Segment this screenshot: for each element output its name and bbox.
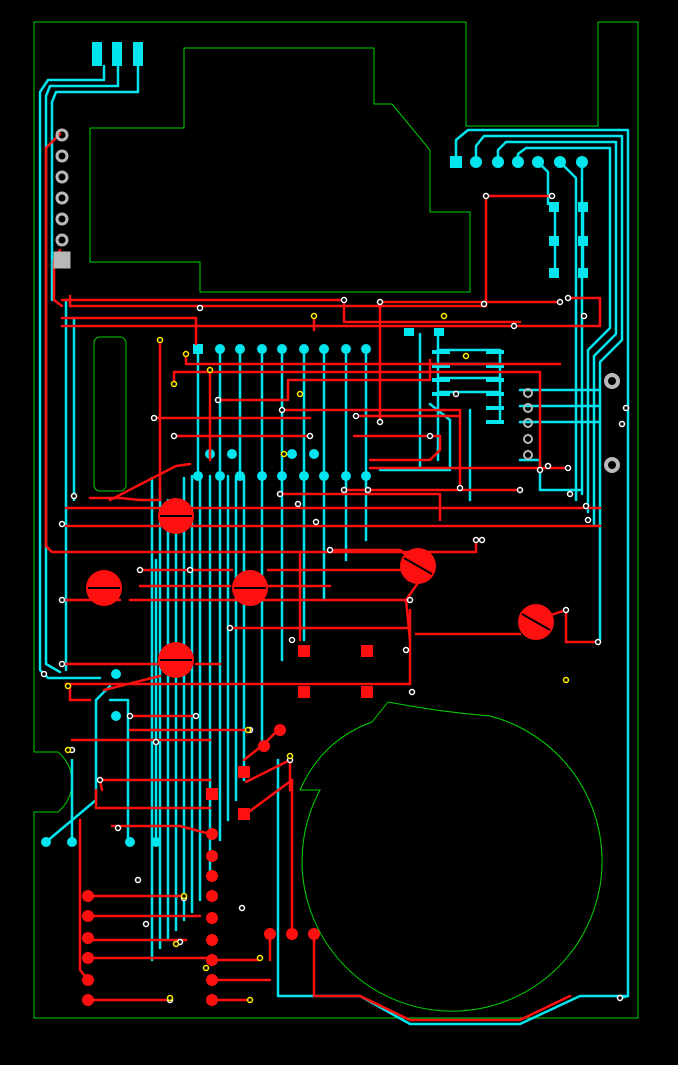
cyan-pads <box>41 42 588 847</box>
connector-pad-square <box>450 156 462 168</box>
vias-marked <box>64 312 570 1004</box>
programming-header <box>53 128 71 269</box>
crystal-outline <box>93 336 127 492</box>
edge-connector-pad <box>112 42 122 66</box>
top-copper-layer <box>44 132 602 1022</box>
battery-outline <box>299 701 603 1012</box>
red-pads <box>82 498 554 1006</box>
edge-connector-pad <box>92 42 102 66</box>
edge-connector-pad <box>133 42 143 66</box>
lower-bus <box>150 474 368 962</box>
bottom-copper-layer <box>38 64 630 1026</box>
trimmer-slots <box>88 515 551 661</box>
board-outline <box>33 21 639 1019</box>
vias <box>40 192 630 1004</box>
ground-pour-outline <box>89 47 471 293</box>
mounting-holes <box>523 373 620 473</box>
